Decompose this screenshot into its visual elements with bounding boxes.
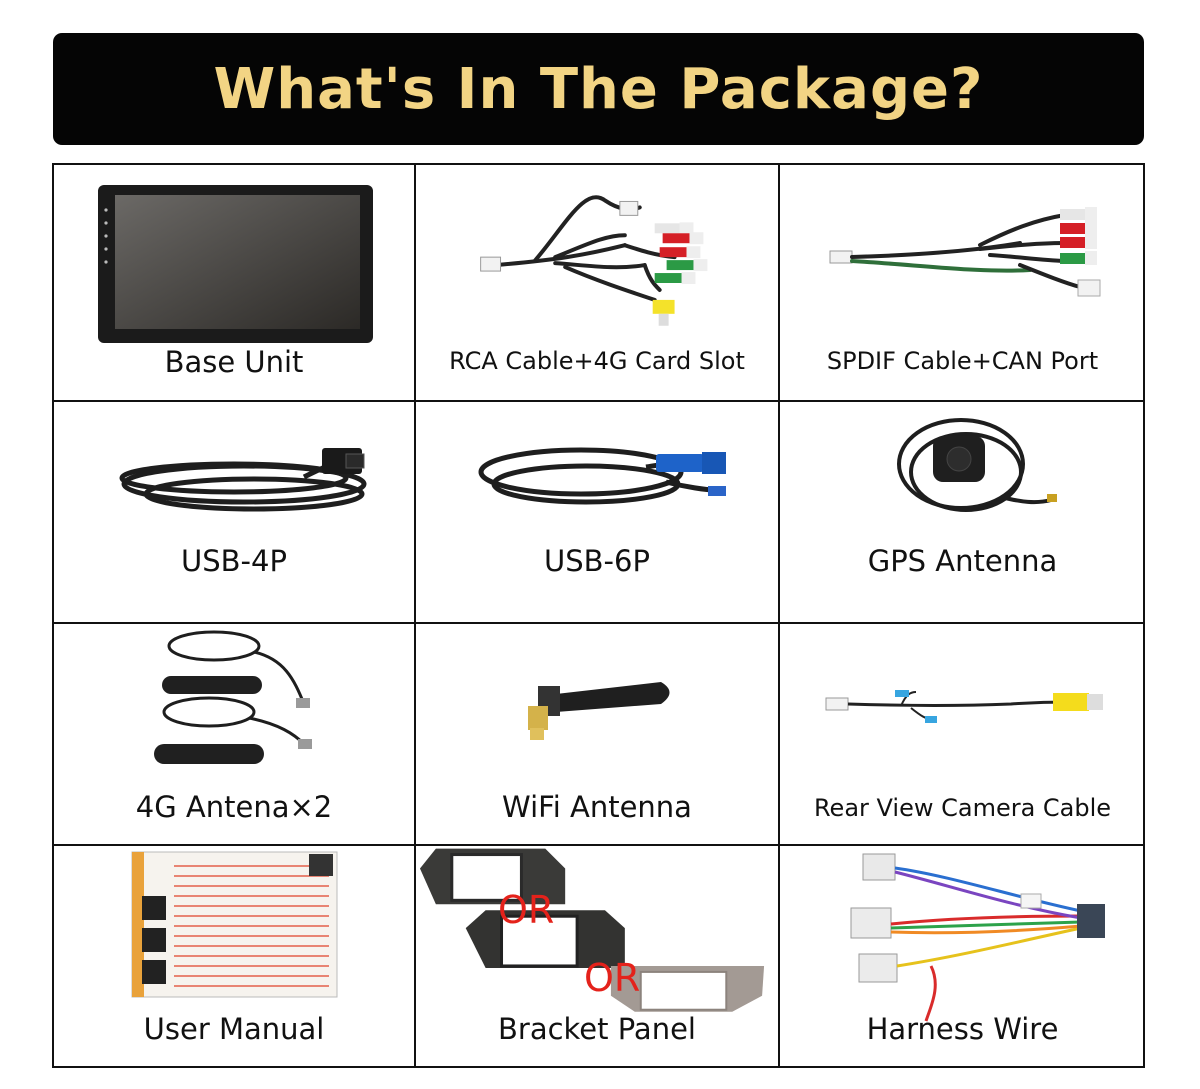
item-label: WiFi Antenna: [502, 790, 692, 824]
item-bracket-panel: OR OR Bracket Panel: [416, 846, 780, 1068]
package-grid: Base Unit RCA Cable+: [52, 163, 1145, 1068]
or-text: OR: [498, 888, 555, 932]
harness-wire-icon: [850, 853, 1105, 1022]
manual-icon: [131, 851, 338, 998]
item-label: Base Unit: [164, 345, 304, 379]
item-label: USB-4P: [181, 544, 287, 578]
item-camera-cable: Rear View Camera Cable: [780, 624, 1145, 846]
item-label: 4G Antena×2: [135, 790, 333, 824]
or-text: OR: [584, 956, 641, 1000]
item-user-manual: User Manual: [54, 846, 416, 1068]
bracket-panel-icon: [419, 848, 765, 1012]
page-title: What's In The Package?: [213, 56, 984, 122]
package-banner: What's In The Package?: [53, 33, 1144, 145]
item-usb-6p: USB-6P: [416, 402, 780, 624]
item-usb-4p: USB-4P: [54, 402, 416, 624]
item-wifi-antenna: WiFi Antenna: [416, 624, 780, 846]
usb-cable-icon: [119, 448, 367, 512]
item-4g-antenna: 4G Antena×2: [54, 624, 416, 846]
spdif-cable-icon: [829, 207, 1101, 297]
item-label: GPS Antenna: [867, 544, 1058, 578]
car-stereo-screen-icon: [98, 185, 373, 343]
rca-cable-icon: [480, 195, 708, 326]
item-label: User Manual: [143, 1012, 325, 1046]
item-label: Rear View Camera Cable: [813, 794, 1112, 822]
item-label: RCA Cable+4G Card Slot: [449, 347, 745, 375]
item-label: SPDIF Cable+CAN Port: [826, 347, 1099, 375]
item-label: USB-6P: [544, 544, 650, 578]
item-label: Bracket Panel: [498, 1012, 696, 1046]
item-gps-antenna: GPS Antenna: [780, 402, 1145, 624]
gps-antenna-icon: [897, 418, 1057, 512]
item-rca-cable: RCA Cable+4G Card Slot: [416, 165, 780, 402]
4g-antenna-icon: [154, 630, 312, 764]
item-harness-wire: Harness Wire: [780, 846, 1145, 1068]
item-spdif-cable: SPDIF Cable+CAN Port: [780, 165, 1145, 402]
wifi-antenna-icon: [528, 682, 670, 740]
item-label: Harness Wire: [866, 1012, 1059, 1046]
camera-cable-icon: [825, 690, 1103, 723]
item-base-unit: Base Unit: [54, 165, 416, 402]
usb-cable-blue-icon: [478, 447, 726, 505]
